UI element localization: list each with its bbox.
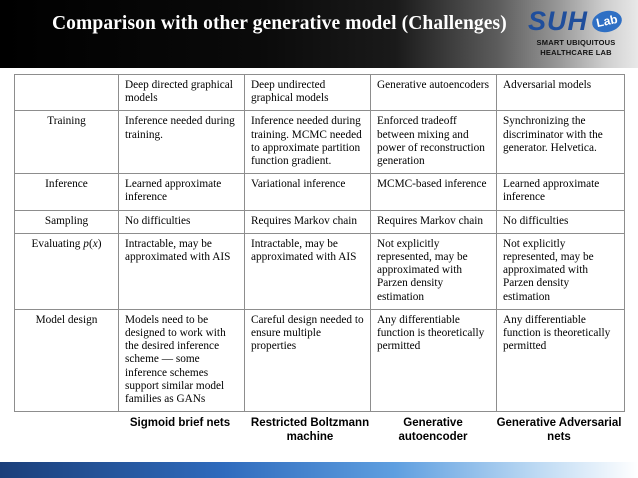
column-header-deep-directed: Deep directed graphical models	[118, 73, 245, 112]
logo-subtitle-line1: SMART UBIQUITOUS	[536, 38, 616, 47]
cell-inference-generative-autoencoders: MCMC-based inference	[370, 173, 497, 211]
table-row: Model design Models need to be designed …	[14, 308, 625, 413]
table-corner-cell	[14, 73, 119, 112]
logo-suh-text: SUH	[528, 6, 589, 36]
caption-generative-autoencoder: Generative autoencoder	[398, 417, 468, 443]
cell-sampling-deep-directed: No difficulties	[118, 209, 245, 234]
cell-training-generative-autoencoders: Enforced tradeoff between mixing and pow…	[370, 110, 497, 175]
cell-inference-deep-directed: Learned approximate inference	[118, 173, 245, 211]
column-header-deep-undirected: Deep undirected graphical models	[244, 73, 371, 112]
row-header-model-design: Model design	[14, 308, 119, 413]
cell-evaluating-adversarial-models: Not explicitly represented, may be appro…	[496, 232, 625, 310]
comparison-table: Deep directed graphical models Deep undi…	[14, 73, 625, 413]
cell-sampling-adversarial-models: No difficulties	[496, 209, 625, 234]
cell-training-deep-directed: Inference needed during training.	[118, 110, 245, 175]
table-header-row: Deep directed graphical models Deep undi…	[14, 73, 625, 112]
logo-subtitle-line2: HEALTHCARE LAB	[540, 48, 612, 57]
cell-evaluating-deep-undirected: Intractable, may be approximated with AI…	[244, 232, 371, 310]
cell-inference-deep-undirected: Variational inference	[244, 173, 371, 211]
table-row: Sampling No difficulties Requires Markov…	[14, 209, 625, 234]
row-header-evaluating-px: Evaluating p(x)	[14, 232, 119, 310]
column-captions: Sigmoid brief nets Restricted Boltzmann …	[14, 416, 624, 450]
row-header-inference: Inference	[14, 173, 119, 211]
table-row: Inference Learned approximate inference …	[14, 173, 625, 211]
table-row: Training Inference needed during trainin…	[14, 110, 625, 175]
organization-logo: SUH Lab SMART UBIQUITOUS HEALTHCARE LAB	[520, 6, 632, 64]
cell-evaluating-deep-directed: Intractable, may be approximated with AI…	[118, 232, 245, 310]
cell-model-design-adversarial-models: Any differentiable function is theoretic…	[496, 308, 625, 413]
caption-sigmoid-brief-nets: Sigmoid brief nets	[129, 417, 231, 429]
comparison-table-container: Deep directed graphical models Deep undi…	[14, 73, 625, 413]
cell-model-design-generative-autoencoders: Any differentiable function is theoretic…	[370, 308, 497, 413]
slide-footer-band	[0, 462, 638, 478]
row-header-training: Training	[14, 110, 119, 175]
cell-sampling-deep-undirected: Requires Markov chain	[244, 209, 371, 234]
row-header-sampling: Sampling	[14, 209, 119, 234]
table-row: Evaluating p(x) Intractable, may be appr…	[14, 232, 625, 310]
caption-generative-adversarial-nets: Generative Adversarial nets	[496, 417, 622, 443]
cell-model-design-deep-undirected: Careful design needed to ensure multiple…	[244, 308, 371, 413]
logo-mark: SUH Lab	[520, 6, 632, 38]
column-header-generative-autoencoders: Generative autoencoders	[370, 73, 497, 112]
cell-inference-adversarial-models: Learned approximate inference	[496, 173, 625, 211]
caption-restricted-boltzmann-machine: Restricted Boltzmann machine	[250, 417, 370, 443]
cell-training-deep-undirected: Inference needed during training. MCMC n…	[244, 110, 371, 175]
column-header-adversarial-models: Adversarial models	[496, 73, 625, 112]
cell-model-design-deep-directed: Models need to be designed to work with …	[118, 308, 245, 413]
page-title: Comparison with other generative model (…	[52, 13, 507, 34]
slide-header-band: Comparison with other generative model (…	[0, 0, 638, 68]
cell-evaluating-generative-autoencoders: Not explicitly represented, may be appro…	[370, 232, 497, 310]
logo-lab-badge: Lab	[590, 8, 624, 35]
cell-sampling-generative-autoencoders: Requires Markov chain	[370, 209, 497, 234]
cell-training-adversarial-models: Synchronizing the discriminator with the…	[496, 110, 625, 175]
